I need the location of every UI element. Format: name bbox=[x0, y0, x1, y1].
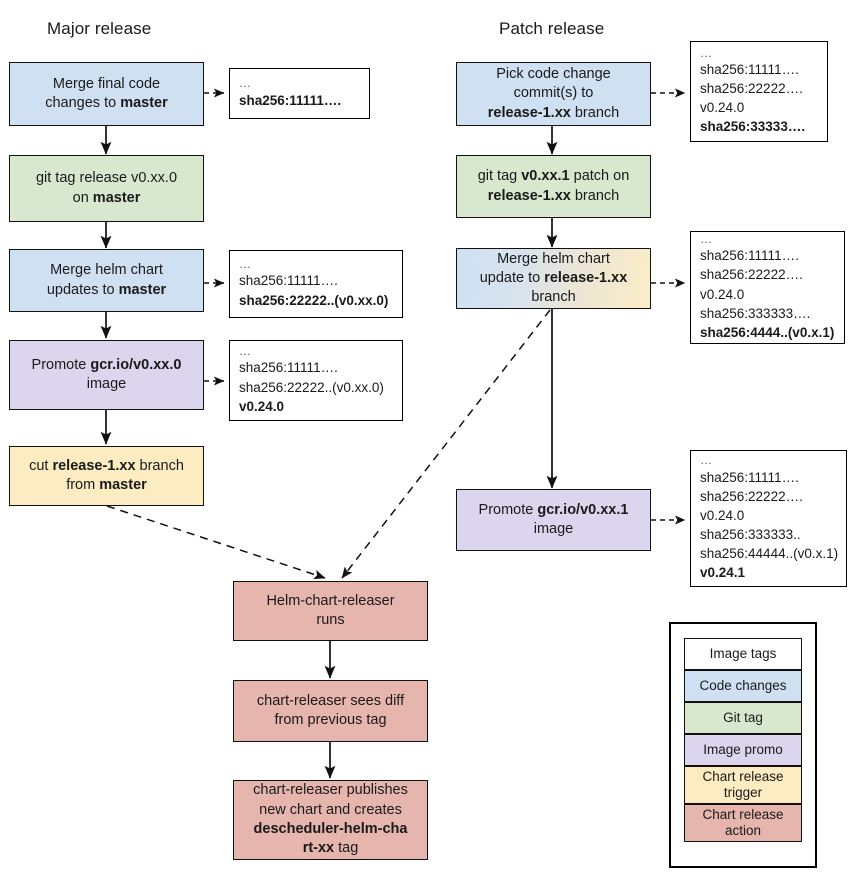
column-title-major: Major release bbox=[47, 19, 152, 38]
note-line: … bbox=[239, 344, 252, 359]
note-line: v0.24.1 bbox=[700, 565, 746, 581]
note-image-tags-major-2: …sha256:11111…. sha256:22222..(v0.xx.0) bbox=[229, 250, 403, 318]
note-line: … bbox=[239, 76, 252, 91]
note-image-tags-major-3: …sha256:11111…. sha256:22222..(v0.xx.0) v0… bbox=[229, 340, 403, 421]
legend-item-chart-release-action: Chart release action bbox=[684, 804, 802, 842]
note-line: … bbox=[700, 232, 713, 247]
note-image-tags-major-1: …sha256:11111…. bbox=[229, 68, 370, 119]
column-title-patch: Patch release bbox=[499, 19, 605, 38]
note-line: sha256:4444..(v0.x.1) bbox=[700, 324, 835, 340]
legend-item-chart-release-trigger: Chart release trigger bbox=[684, 766, 802, 804]
note-line: sha256:22222..(v0.xx.0) bbox=[239, 379, 384, 395]
note-line: sha256:11111…. bbox=[700, 248, 799, 264]
note-line: v0.24.0 bbox=[700, 286, 745, 302]
note-line: sha256:11111…. bbox=[239, 360, 338, 376]
legend-item-git-tag: Git tag bbox=[684, 702, 802, 734]
note-line: sha256:33333…. bbox=[700, 119, 806, 135]
legend-item-image-tags: Image tags bbox=[684, 638, 802, 670]
note-line: sha256:333333.. bbox=[700, 527, 801, 543]
legend-item-label: Image promo bbox=[703, 741, 783, 757]
legend-item-label: Chart release action bbox=[702, 806, 784, 838]
note-image-tags-patch-3: …sha256:11111…. sha256:22222…. v0.24.0 sha2… bbox=[690, 450, 847, 587]
legend-item-label: Image tags bbox=[709, 645, 777, 661]
note-line: sha256:22222..(v0.xx.0) bbox=[239, 292, 389, 308]
legend-item-image-promo: Image promo bbox=[684, 734, 802, 766]
note-line: sha256:11111…. bbox=[700, 61, 799, 77]
note-line: sha256:44444..(v0.x.1) bbox=[700, 546, 839, 562]
note-line: sha256:333333…. bbox=[700, 305, 811, 321]
edge-cut-branch-to-cr bbox=[106, 505, 326, 580]
note-line: … bbox=[700, 453, 713, 468]
note-line: sha256:11111…. bbox=[239, 92, 342, 108]
legend-item-label: Git tag bbox=[723, 709, 763, 725]
note-line: v0.24.0 bbox=[239, 398, 285, 414]
note-line: sha256:11111…. bbox=[700, 469, 799, 485]
note-line: … bbox=[700, 45, 713, 60]
legend-item-code-changes: Code changes bbox=[684, 670, 802, 702]
note-image-tags-patch-2: …sha256:11111…. sha256:22222…. v0.24.0 sha2… bbox=[690, 231, 845, 344]
note-line: v0.24.0 bbox=[700, 100, 745, 116]
legend-item-label: Code changes bbox=[699, 677, 787, 693]
note-line: sha256:22222…. bbox=[700, 80, 803, 96]
legend-item-label: Chart release trigger bbox=[702, 768, 784, 800]
note-line: sha256:22222…. bbox=[700, 267, 803, 283]
note-line: sha256:22222…. bbox=[700, 488, 803, 504]
note-line: … bbox=[239, 257, 252, 272]
note-line: sha256:11111…. bbox=[239, 273, 338, 289]
note-image-tags-patch-1: …sha256:11111…. sha256:22222…. v0.24.0 sha2… bbox=[690, 41, 828, 142]
note-line: v0.24.0 bbox=[700, 507, 745, 523]
